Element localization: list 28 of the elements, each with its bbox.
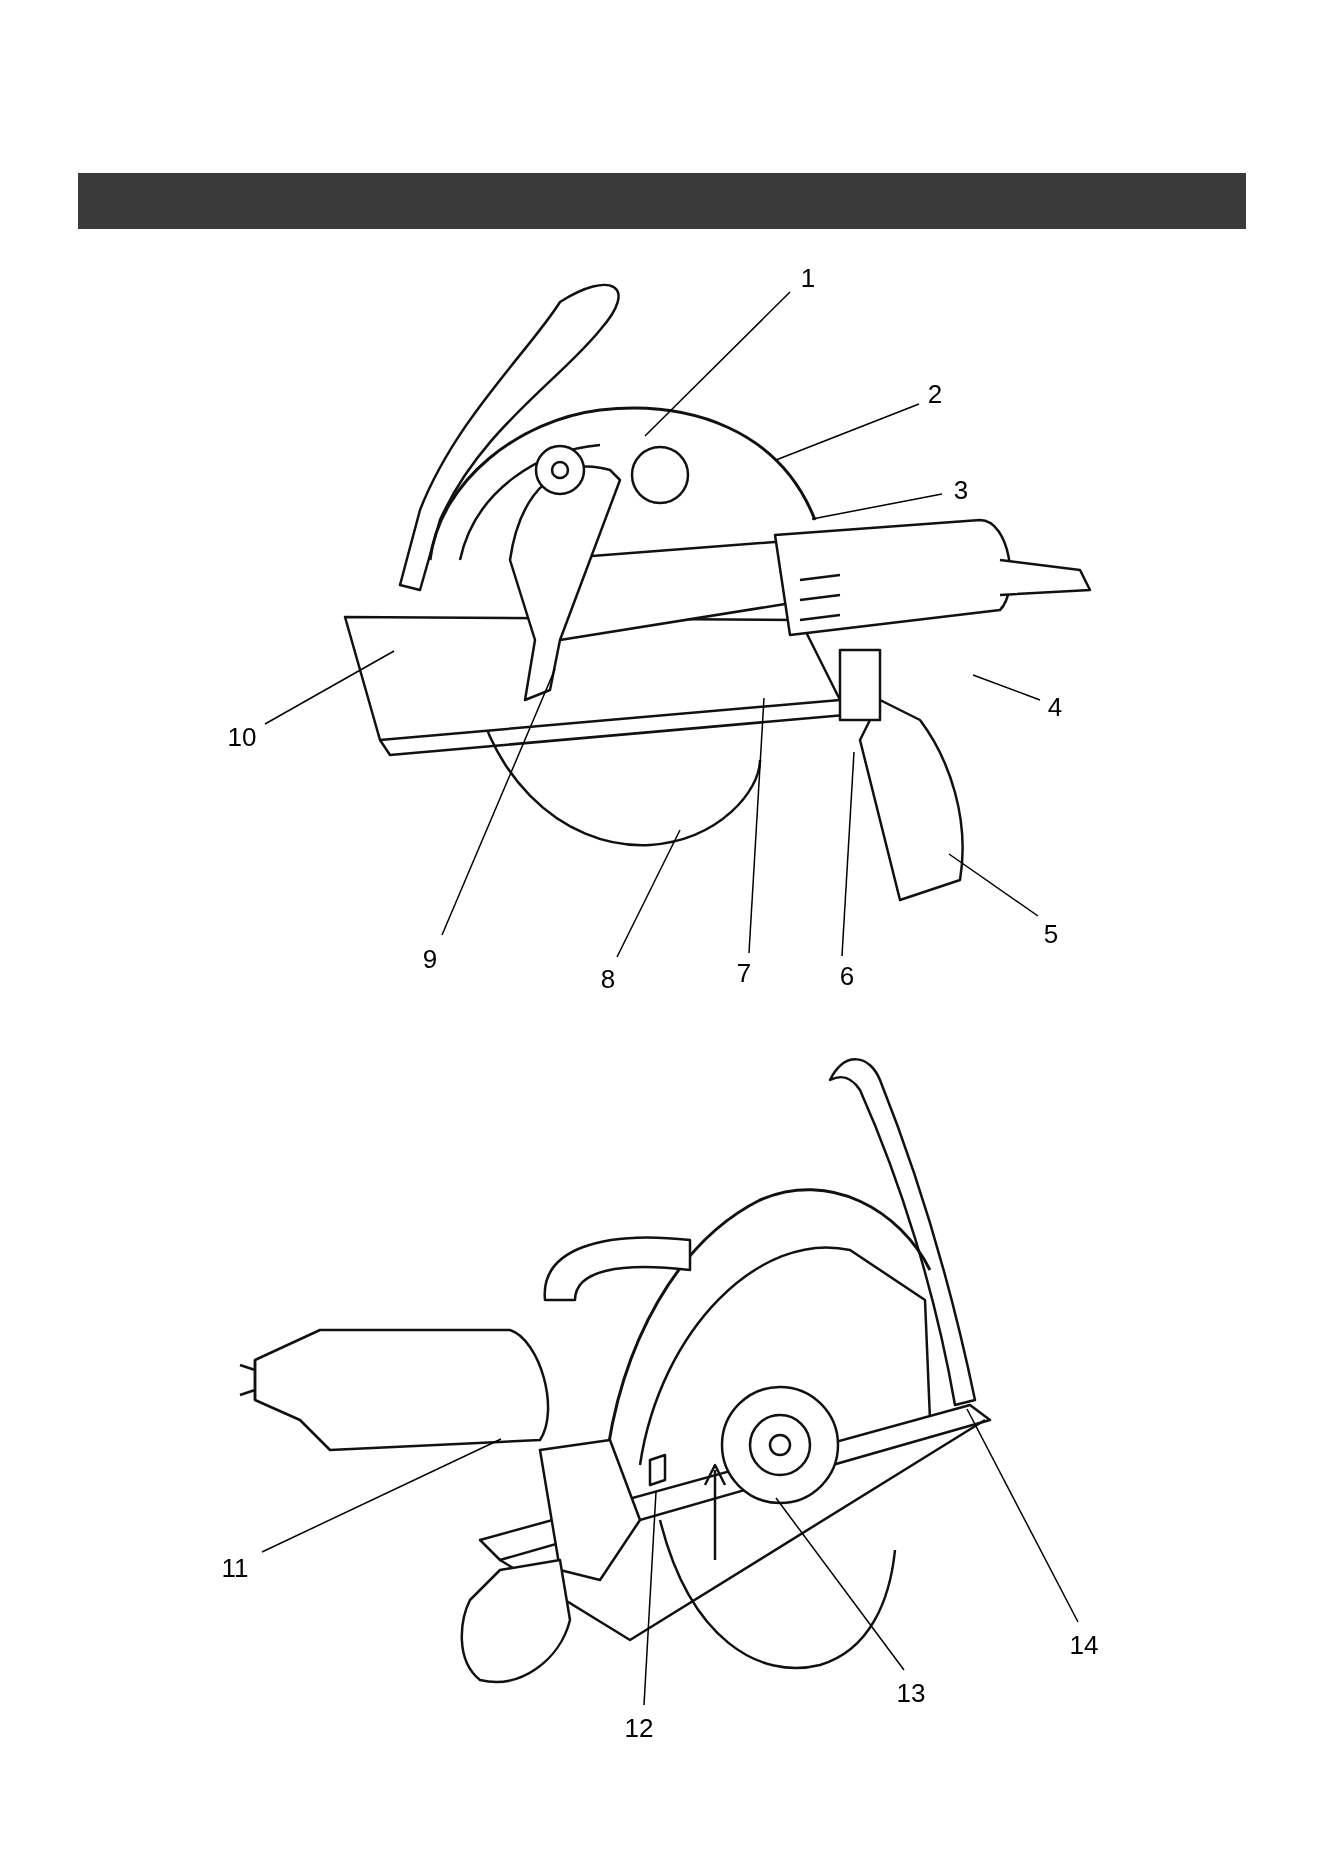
leader-line	[841, 751, 855, 957]
callout-number: 3	[949, 477, 973, 503]
leader-line	[966, 1408, 1079, 1623]
leader-line	[811, 493, 943, 520]
leader-line	[441, 668, 556, 936]
callout-number: 8	[596, 966, 620, 992]
leader-line	[775, 1497, 905, 1671]
callout-number: 10	[223, 724, 261, 750]
callout-number: 11	[217, 1555, 253, 1581]
leader-line	[775, 403, 920, 461]
callout-number: 7	[732, 960, 756, 986]
callout-number: 13	[892, 1680, 930, 1706]
leader-line	[644, 291, 791, 437]
callout-number: 1	[796, 265, 820, 291]
leader-line	[261, 1438, 502, 1553]
leader-line	[972, 674, 1041, 701]
leader-line	[616, 829, 681, 958]
leader-line	[643, 1491, 657, 1706]
callout-number: 12	[620, 1715, 658, 1741]
callout-number: 9	[418, 946, 442, 972]
leader-line	[948, 853, 1039, 917]
leader-line	[748, 697, 765, 954]
callout-number: 2	[923, 381, 947, 407]
callout-number: 6	[835, 963, 859, 989]
leader-line	[264, 650, 395, 725]
callout-number: 14	[1065, 1632, 1103, 1658]
callout-number: 5	[1039, 921, 1063, 947]
callout-number: 4	[1043, 694, 1067, 720]
